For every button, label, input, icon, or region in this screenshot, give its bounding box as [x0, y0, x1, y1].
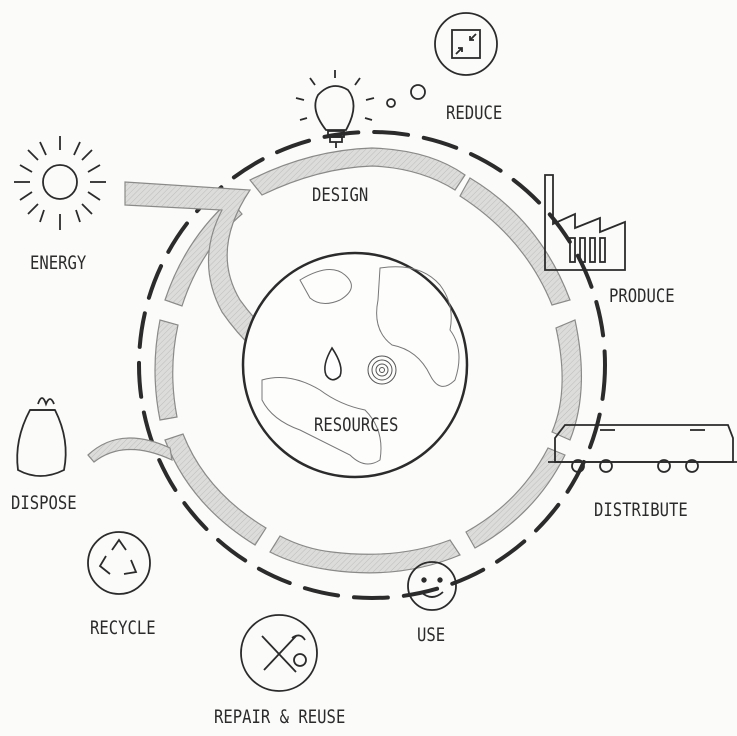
earth-globe-icon [241, 251, 469, 479]
tree-rings-icon [367, 355, 397, 385]
reduce-box-icon [434, 12, 498, 76]
label-design: DESIGN [312, 184, 369, 206]
sun-icon [14, 136, 106, 230]
label-repair-reuse: REPAIR & REUSE [214, 706, 346, 728]
recycle-icon [87, 531, 151, 595]
water-drop-icon [324, 346, 342, 381]
label-resources: RESOURCES [314, 414, 399, 436]
label-dispose: DISPOSE [11, 492, 77, 514]
label-use: USE [417, 624, 446, 646]
lightbulb-icon [295, 70, 426, 148]
label-distribute: DISTRIBUTE [594, 499, 688, 521]
label-energy: ENERGY [30, 252, 87, 274]
outer-dashed-ring [137, 130, 607, 600]
dispose-arrow [87, 437, 173, 463]
trash-bag-icon [16, 397, 67, 477]
label-produce: PRODUCE [609, 285, 675, 307]
lifecycle-arrow-ring [154, 147, 583, 574]
label-reduce: REDUCE [446, 102, 503, 124]
label-recycle: RECYCLE [90, 617, 156, 639]
factory-icon [544, 174, 626, 271]
smiley-icon [407, 561, 457, 611]
tools-icon [240, 614, 318, 692]
train-wagon-icon [548, 424, 737, 473]
